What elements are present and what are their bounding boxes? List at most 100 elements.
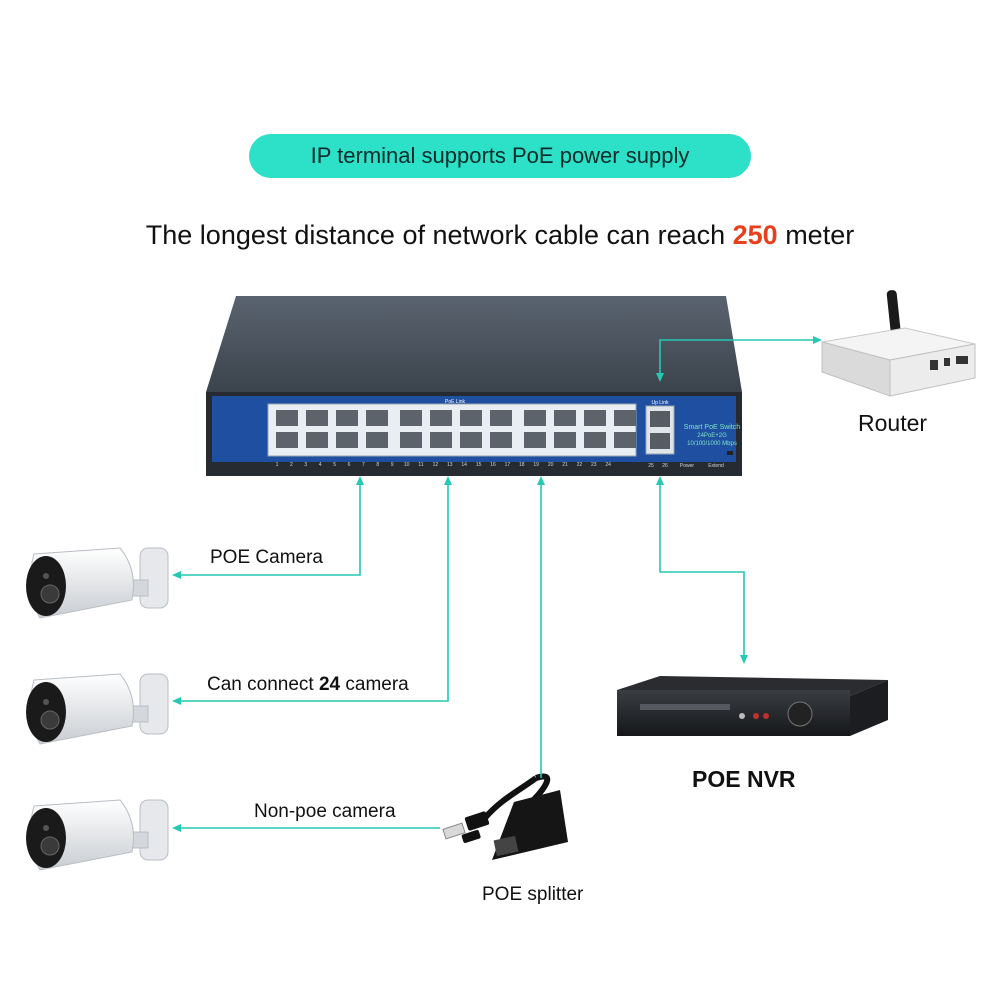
poe-splitter-label: POE splitter [482,884,584,905]
banner: IP terminal supports PoE power supply [249,134,751,178]
port-number-6: 6 [348,462,351,468]
port-number-20: 20 [548,462,554,468]
switch-top-panel [206,296,742,392]
uplink-number-25: 25 [648,463,654,469]
uplink-port-26 [650,433,670,449]
poe-port-bottom-8 [490,432,512,448]
brand-line2: 24PoE+2G [697,433,727,439]
port-number-8: 8 [376,462,379,468]
poe-port-bottom-1 [276,432,298,448]
headline-suffix: meter [777,220,855,250]
uplink-port-25 [650,411,670,427]
port-number-22: 22 [577,462,583,468]
port-number-10: 10 [404,462,410,468]
port-number-11: 11 [418,462,423,468]
port-number-18: 18 [519,462,525,468]
port-number-15: 15 [476,462,482,468]
nvr-front [617,690,850,736]
port-number-16: 16 [490,462,496,468]
port-number-14: 14 [461,462,467,468]
camera-1 [26,547,169,619]
poe-port-top-7 [460,410,482,426]
nvr-jog-dial [787,701,813,727]
cameras-group [26,547,169,871]
brand-line1: Smart PoE Switch [684,424,741,431]
poe-port-bottom-2 [306,432,328,448]
poe-port-top-11 [584,410,606,426]
power-label: Power [680,463,695,469]
port-number-1: 1 [276,462,279,468]
uplink-number-26: 26 [662,463,668,469]
poe-splitter-device [442,773,568,860]
poe-port-bottom-5 [400,432,422,448]
port-number-21: 21 [562,462,568,468]
camera-2 [26,673,169,745]
line-port-camera2 [172,476,452,705]
headline: The longest distance of network cable ca… [0,220,1000,251]
poe-port-top-1 [276,410,298,426]
port-number-2: 2 [290,462,293,468]
camera-mount [139,673,169,735]
camera-lens [40,584,60,604]
can-connect-suffix: camera [340,674,409,695]
line-uplink-router [656,336,822,382]
port-number-7: 7 [362,462,365,468]
poe-port-top-4 [366,410,388,426]
extend-label: Extend [708,463,724,469]
camera-mount [139,799,169,861]
poe-port-bottom-7 [460,432,482,448]
splitter-dc-plug [461,829,481,844]
headline-prefix: The longest distance of network cable ca… [145,220,733,250]
poe-port-top-8 [490,410,512,426]
port-number-24: 24 [605,462,611,468]
camera-count: 24 [318,674,341,695]
poe-port-top-6 [430,410,452,426]
poe-port-bottom-6 [430,432,452,448]
port-number-13: 13 [447,462,453,468]
poe-nvr-label: POE NVR [692,766,796,792]
router-device [821,290,976,397]
non-poe-camera-label: Non-poe camera [254,801,396,822]
port-number-5: 5 [333,462,336,468]
poe-port-bottom-10 [554,432,576,448]
camera-lens [40,836,60,856]
poe-port-bottom-12 [614,432,636,448]
poe-switch: PoE Link Up Link Smart PoE Switch 24PoE+… [206,296,742,476]
extend-switch [727,451,733,455]
port-number-9: 9 [391,462,394,468]
poe-port-top-5 [400,410,422,426]
poe-port-top-2 [306,410,328,426]
port-number-23: 23 [591,462,597,468]
poe-port-top-9 [524,410,546,426]
can-connect-label: Can connect 24 camera [207,674,409,696]
poe-port-bottom-4 [366,432,388,448]
poe-port-top-12 [614,410,636,426]
poe-camera-label: POE Camera [210,547,323,568]
uplink-label: Up Link [652,400,669,406]
poe-port-top-10 [554,410,576,426]
can-connect-prefix: Can connect [207,674,319,695]
splitter-rj45-jack [493,835,519,857]
router-label: Router [858,410,928,436]
port-number-3: 3 [304,462,307,468]
poe-nvr-device [617,676,888,736]
connection-lines [172,336,822,832]
port-number-12: 12 [433,462,439,468]
poe-port-top-3 [336,410,358,426]
port-number-19: 19 [533,462,539,468]
poe-port-bottom-9 [524,432,546,448]
poe-link-label: PoE Link [445,399,466,405]
camera-lens [40,710,60,730]
splitter-rj45-plug [464,811,490,831]
poe-port-bottom-3 [336,432,358,448]
splitter-plug-tip [442,822,466,840]
poe-port-bottom-11 [584,432,606,448]
brand-line3: 10/100/1000 Mbps [687,441,737,447]
camera-3 [26,799,169,871]
port-grid [276,410,636,448]
port-number-4: 4 [319,462,322,468]
port-number-17: 17 [505,462,511,468]
camera-mount [139,547,169,609]
line-uplink-nvr [656,476,748,664]
banner-text: IP terminal supports PoE power supply [310,143,690,168]
